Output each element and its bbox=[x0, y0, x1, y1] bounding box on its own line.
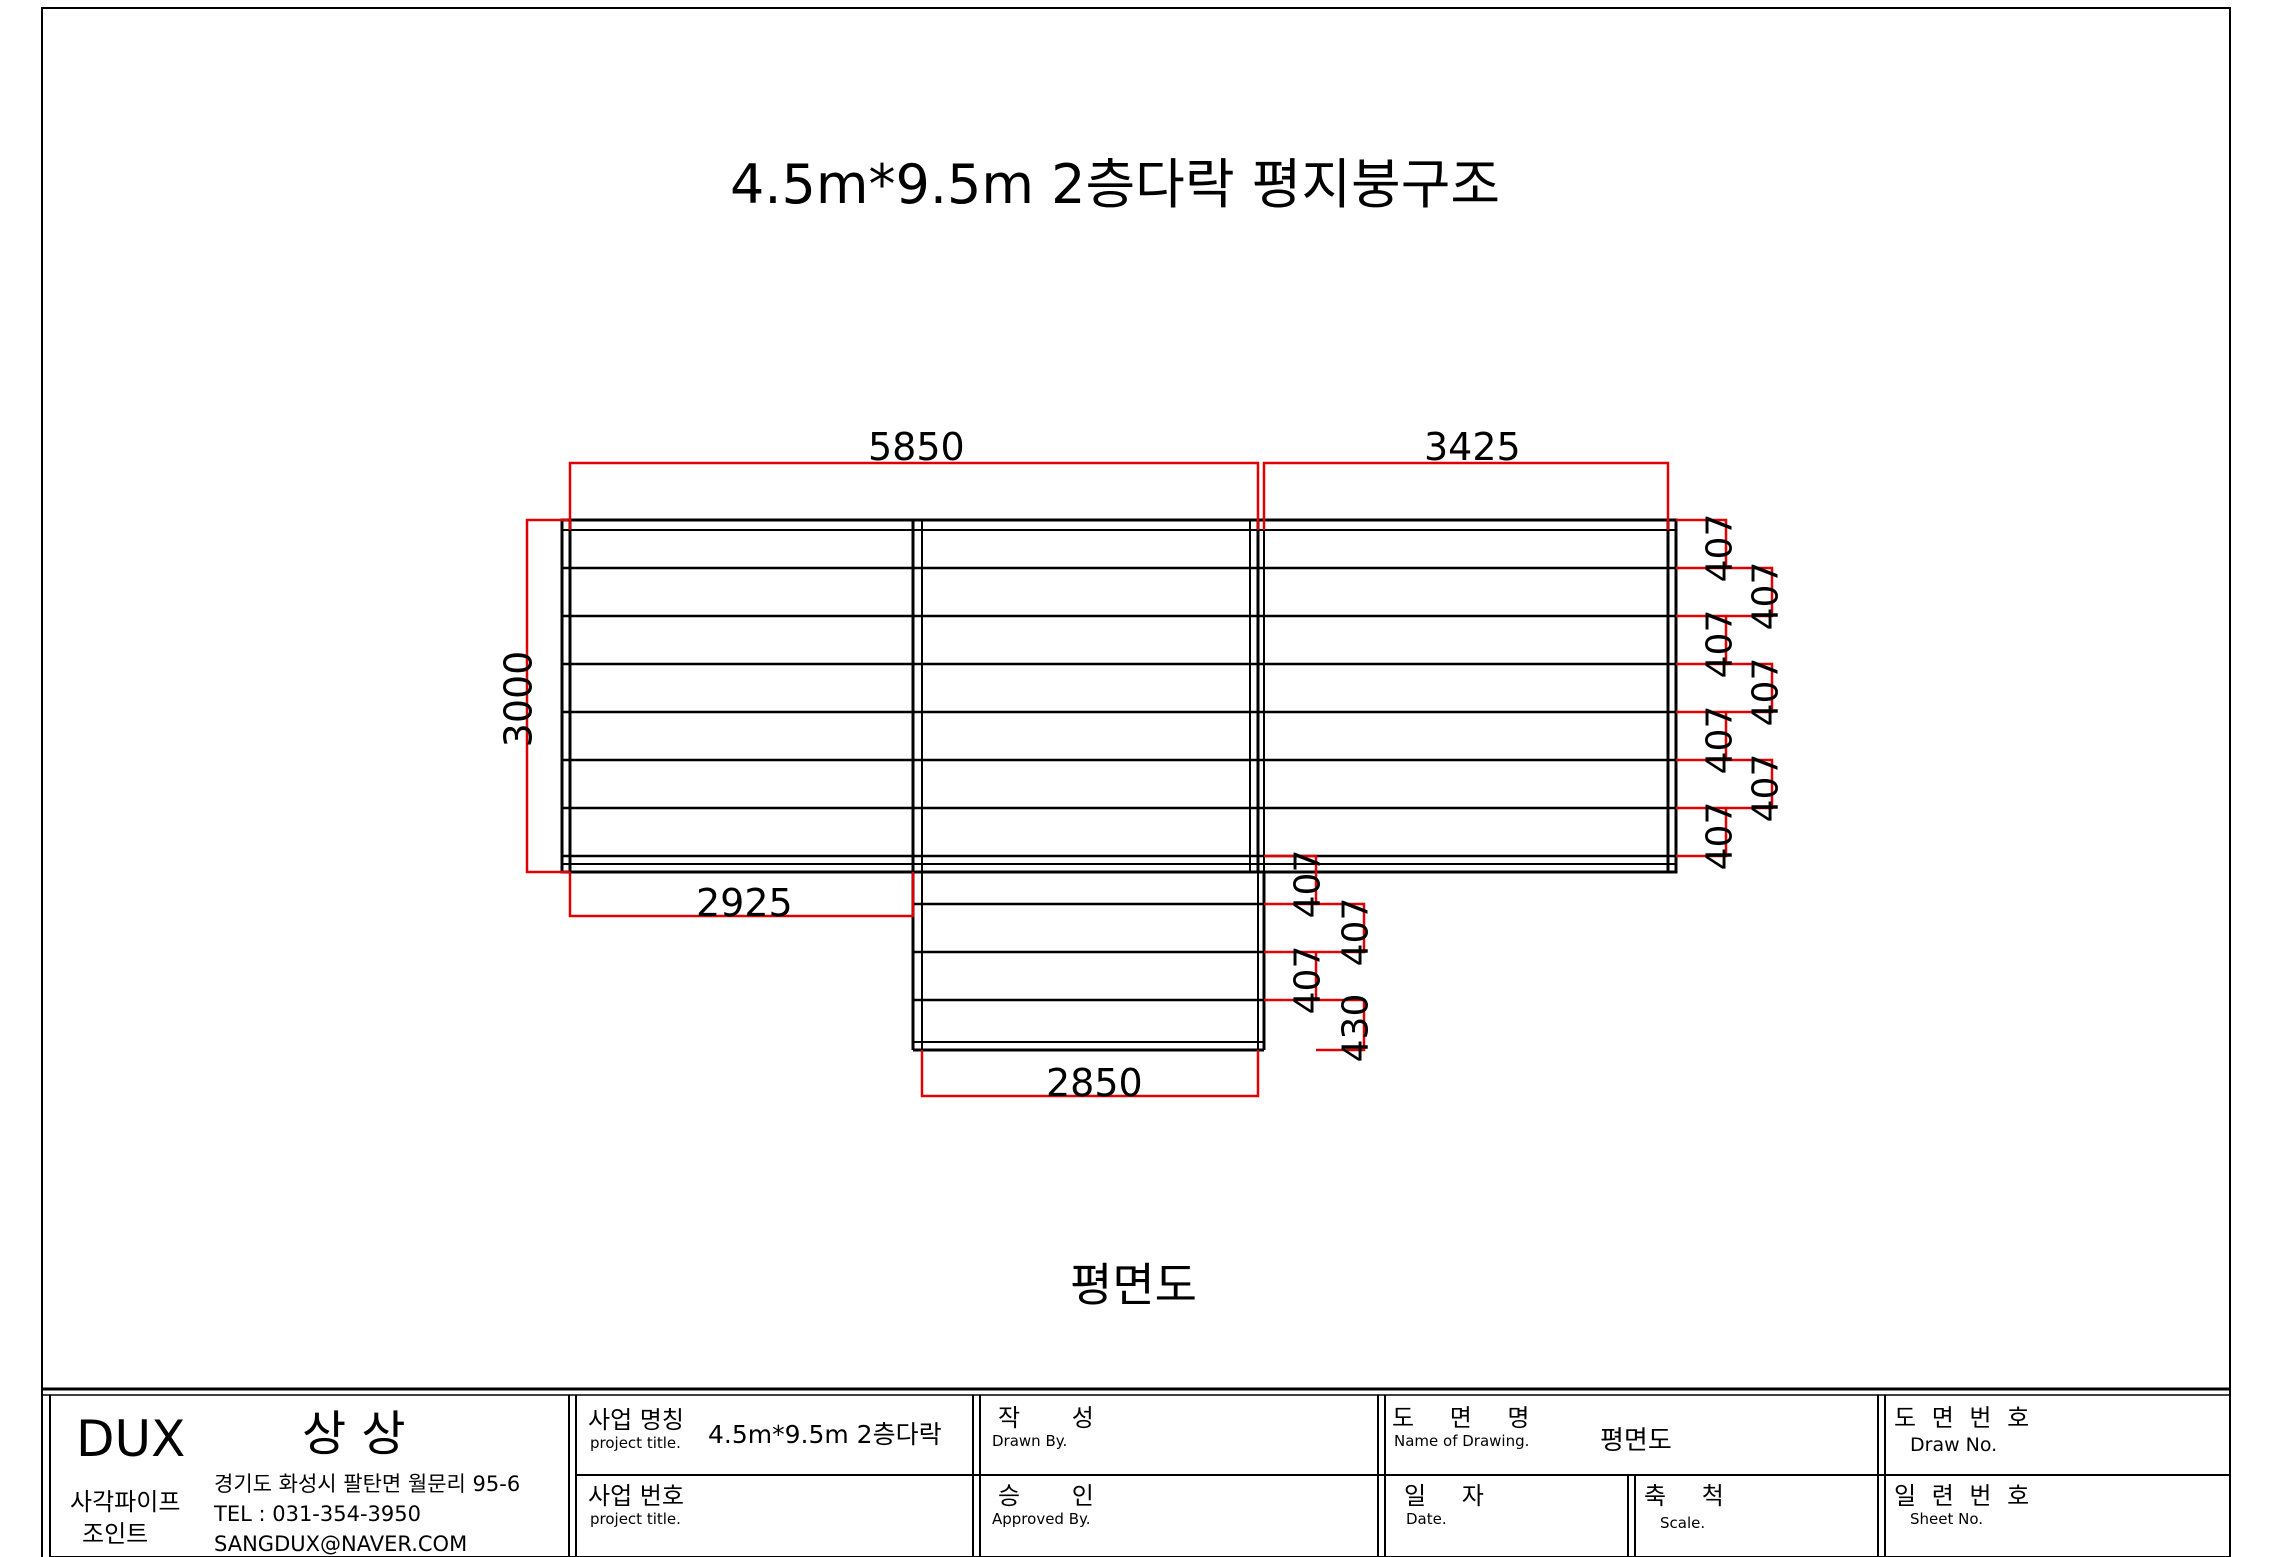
draw-no-label: 도 면 번 호 bbox=[1894, 1404, 2034, 1432]
company-brand: DUX bbox=[76, 1410, 186, 1468]
scale-sublabel: Scale. bbox=[1660, 1514, 1706, 1532]
dimension-ext-inner-2: 407 bbox=[1287, 945, 1329, 1015]
dimension-right-inner-2: 407 bbox=[1699, 609, 1741, 679]
dimension-lines bbox=[525, 461, 1774, 1098]
approved-by-label: 승 인 bbox=[998, 1482, 1116, 1510]
dimension-top-left: 5850 bbox=[868, 425, 965, 469]
company-product-line1: 사각파이프 bbox=[70, 1488, 181, 1516]
project-number-label: 사업 번호 bbox=[588, 1482, 684, 1510]
main-platform bbox=[560, 518, 1678, 874]
dimension-right-inner-3: 407 bbox=[1699, 705, 1741, 775]
date-sublabel: Date. bbox=[1406, 1510, 1447, 1528]
dimension-right-outer-3: 407 bbox=[1745, 753, 1787, 823]
date-label: 일 자 bbox=[1404, 1482, 1498, 1510]
project-number-sublabel: project title. bbox=[590, 1510, 681, 1528]
dimension-ext-outer-1: 407 bbox=[1335, 897, 1377, 967]
project-title-sublabel: project title. bbox=[590, 1434, 681, 1452]
drawing-title: 4.5m*9.5m 2층다락 평지붕구조 bbox=[730, 153, 1501, 216]
company-phone: TEL : 031-354-3950 bbox=[214, 1502, 421, 1526]
title-block-grid bbox=[42, 1387, 2230, 1557]
drawing-name-sublabel: Name of Drawing. bbox=[1394, 1432, 1530, 1450]
dimension-right-inner-1: 407 bbox=[1699, 513, 1741, 583]
project-title-value: 4.5m*9.5m 2층다락 bbox=[708, 1420, 942, 1449]
drawn-by-sublabel: Drawn By. bbox=[992, 1432, 1068, 1450]
sheet-no-label: 일 련 번 호 bbox=[1894, 1482, 2034, 1510]
dimension-bottom-extension: 2850 bbox=[1046, 1061, 1143, 1105]
dimension-bottom-left: 2925 bbox=[696, 881, 793, 925]
dimension-ext-outer-2: 430 bbox=[1335, 993, 1377, 1063]
sheet-no-sublabel: Sheet No. bbox=[1910, 1510, 1984, 1528]
drawing-name-value: 평면도 bbox=[1600, 1426, 1672, 1456]
dimension-right-outer-1: 407 bbox=[1745, 561, 1787, 631]
dimension-ext-inner-1: 407 bbox=[1287, 849, 1329, 919]
company-product-line2: 조인트 bbox=[82, 1520, 149, 1548]
view-name: 평면도 bbox=[1070, 1258, 1197, 1312]
draw-no-sublabel: Draw No. bbox=[1910, 1434, 1998, 1456]
company-email: SANGDUX@NAVER.COM bbox=[214, 1532, 468, 1556]
sheet-border bbox=[41, 7, 2231, 1557]
dimension-right-inner-4: 407 bbox=[1699, 801, 1741, 871]
dimension-right-outer-2: 407 bbox=[1745, 657, 1787, 727]
drawn-by-label: 작 성 bbox=[998, 1404, 1116, 1432]
project-title-label: 사업 명칭 bbox=[588, 1406, 684, 1434]
dimension-left-height: 3000 bbox=[496, 650, 541, 748]
drawing-name-label: 도 면 명 bbox=[1392, 1404, 1544, 1432]
extension-platform bbox=[911, 872, 1266, 1052]
approved-by-sublabel: Approved By. bbox=[992, 1510, 1091, 1528]
dimension-top-right: 3425 bbox=[1424, 425, 1521, 469]
company-address: 경기도 화성시 팔탄면 월문리 95-6 bbox=[214, 1472, 521, 1496]
scale-label: 축 척 bbox=[1644, 1482, 1738, 1510]
company-name: 상 상 bbox=[302, 1406, 406, 1462]
